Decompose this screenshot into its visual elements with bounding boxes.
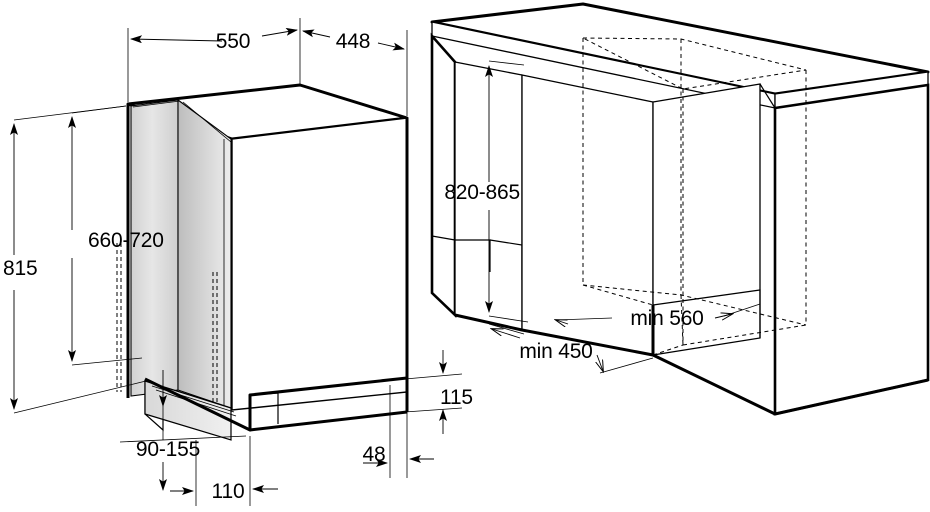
dim-plinth-recess: 90-155: [119, 370, 247, 461]
door-guide-dashes: [116, 243, 218, 404]
ext-line-450-b: [599, 357, 654, 374]
ext-line-450-a: [488, 323, 525, 335]
arrow-560-right: [714, 314, 732, 318]
dim-label-48: 48: [363, 443, 386, 466]
dim-label-550: 550: [216, 30, 250, 53]
niche-floor-front-edge: [454, 313, 654, 357]
door-side-bevel: [177, 98, 232, 409]
appliance-right-face: [231, 117, 408, 411]
dim-label-min-560: min 560: [630, 307, 703, 330]
ext-line-820-bottom: [488, 315, 529, 323]
niche-right-plinth: [652, 289, 761, 338]
ext-line-815-bottom: [13, 380, 147, 414]
right-panel-join: [759, 83, 776, 109]
arrow-448-left: [302, 29, 331, 38]
base-outline-bottom: [249, 410, 408, 432]
dim-toe-offset: 48: [363, 378, 434, 478]
ext-line-115-top: [404, 373, 463, 380]
cabinet-niche: 820-865 min 450 min 560: [430, 2, 930, 416]
arrow-448-right: [377, 42, 405, 51]
niche-bottom-outline: [651, 305, 929, 416]
arrow-560-left: [556, 320, 569, 324]
dim-niche-width: min 560: [556, 303, 761, 330]
arrow-450-left: [492, 329, 521, 339]
ext-line-90-155-base: [119, 435, 247, 443]
dim-label-820-865: 820-865: [444, 181, 520, 204]
dim-plinth-height: 115: [404, 350, 473, 434]
dim-top-widths: 550 448: [127, 18, 408, 116]
door-top-seam: [132, 100, 181, 108]
dim-label-min-450: min 450: [519, 340, 592, 363]
dim-label-815: 815: [3, 257, 37, 280]
cabinet-right-outer-panel: [773, 83, 930, 416]
dim-niche-depth: min 450: [488, 323, 654, 374]
ext-line-115-bottom: [404, 407, 463, 413]
arrow-450-right: [597, 354, 603, 371]
ext-line-815-top: [13, 105, 127, 121]
dim-label-115: 115: [440, 386, 473, 409]
niche-left-toe: [455, 239, 491, 272]
ext-line-660-bottom: [71, 357, 143, 366]
dim-label-110: 110: [212, 480, 245, 503]
dim-label-90-155: 90-155: [136, 438, 200, 461]
dim-foot-depth: 110: [159, 436, 278, 506]
arrow-550-left: [130, 35, 223, 44]
ext-line-820-top: [488, 60, 525, 66]
cabinet-left-side-panel: [430, 32, 457, 319]
dim-label-448: 448: [336, 30, 370, 53]
niche-hidden-dashed-outline: [582, 37, 807, 356]
left-panel-step: [431, 235, 456, 241]
dim-total-height: 815: [3, 105, 147, 414]
dim-label-660-720: 660-720: [88, 229, 164, 252]
foot-box: [249, 392, 279, 424]
door-bevel-seam: [182, 101, 232, 143]
dishwasher-body: 550 448 660-720 815: [3, 18, 473, 506]
dim-niche-height: 820-865: [444, 60, 529, 323]
arrow-550-right: [261, 27, 298, 37]
